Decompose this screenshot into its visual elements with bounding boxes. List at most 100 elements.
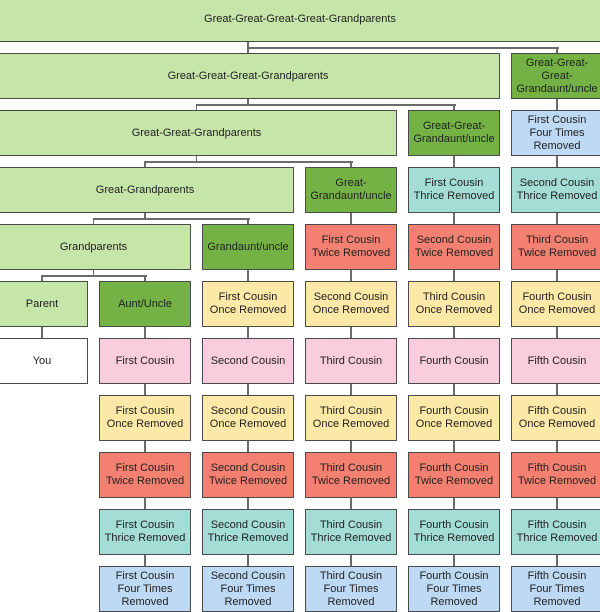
connector-line	[453, 555, 455, 566]
box-third-cousin-four-times-removed: Third Cousin Four Times Removed	[305, 566, 397, 612]
box-fifth-cousin: Fifth Cousin	[511, 338, 600, 384]
box-first-cousin-thrice-removed: First Cousin Thrice Removed	[408, 167, 500, 213]
connector-line	[41, 327, 43, 338]
box-great-grandparents: Great-Grandparents	[0, 167, 294, 213]
box-first-cousin-four-times-removed: First Cousin Four Times Removed	[99, 566, 191, 612]
box-third-cousin-thrice-removed: Third Cousin Thrice Removed	[305, 509, 397, 555]
connector-line	[453, 441, 455, 452]
connector-line	[247, 270, 249, 281]
connector-line	[453, 498, 455, 509]
connector-line	[556, 156, 558, 167]
connector-line	[247, 498, 249, 509]
box-grandparents: Grandparents	[0, 224, 191, 270]
connector-line	[144, 327, 146, 338]
connector-line	[350, 384, 352, 395]
box-third-cousin-once-removed: Third Cousin Once Removed	[408, 281, 500, 327]
box-fourth-cousin-once-removed: Fourth Cousin Once Removed	[511, 281, 600, 327]
connector-line	[144, 275, 146, 281]
connector-line	[453, 270, 455, 281]
connector-line	[145, 161, 353, 163]
connector-line	[92, 218, 95, 224]
connector-line	[144, 498, 146, 509]
box-second-cousin-thrice-removed: Second Cousin Thrice Removed	[511, 167, 600, 213]
box-aunt-uncle: Aunt/Uncle	[99, 281, 191, 327]
connector-line	[556, 441, 558, 452]
connector-line	[196, 104, 456, 106]
box-grandaunt-uncle: Grandaunt/uncle	[202, 224, 294, 270]
connector-line	[247, 218, 249, 224]
connector-line	[350, 327, 352, 338]
connector-line	[556, 555, 558, 566]
box-great-great-grandparents: Great-Great-Grandparents	[0, 110, 397, 156]
box-great-great-great-grandparents: Great-Great-Great-Grandparents	[0, 53, 500, 99]
connector-line	[556, 327, 558, 338]
box-parent: Parent	[0, 281, 88, 327]
connector-line	[144, 161, 146, 167]
box-fifth-cousin-once-removed: Fifth Cousin Once Removed	[511, 395, 600, 441]
connector-line	[42, 275, 147, 277]
connector-line	[247, 42, 249, 47]
box-third-cousin-twice-removed: Third Cousin Twice Removed	[511, 224, 600, 270]
connector-line	[556, 384, 558, 395]
connector-line	[247, 441, 249, 452]
connector-line	[350, 441, 352, 452]
connector-line	[556, 270, 558, 281]
connector-line	[350, 270, 352, 281]
box-fourth-cousin-thrice-removed: Fourth Cousin Thrice Removed	[408, 509, 500, 555]
connector-line	[556, 99, 558, 110]
box-second-cousin-twice-removed: Second Cousin Twice Removed	[408, 224, 500, 270]
connector-line	[144, 213, 146, 218]
box-fifth-cousin-four-times-removed: Fifth Cousin Four Times Removed	[511, 566, 600, 612]
connector-line	[247, 384, 249, 395]
connector-line	[195, 104, 198, 110]
box-second-cousin-four-times-removed: Second Cousin Four Times Removed	[202, 566, 294, 612]
connector-line	[144, 384, 146, 395]
connector-line	[93, 218, 250, 220]
box-fourth-cousin-once-removed: Fourth Cousin Once Removed	[408, 395, 500, 441]
connector-line	[350, 161, 352, 167]
box-first-cousin-once-removed: First Cousin Once Removed	[99, 395, 191, 441]
connector-line	[195, 156, 198, 161]
box-first-cousin-thrice-removed: First Cousin Thrice Removed	[99, 509, 191, 555]
box-fifth-cousin-thrice-removed: Fifth Cousin Thrice Removed	[511, 509, 600, 555]
connector-line	[247, 327, 249, 338]
connector-line	[350, 213, 352, 224]
box-great-great-great-grandaunt-uncle: Great-Great-Great-Grandaunt/uncle	[511, 53, 600, 99]
box-first-cousin-twice-removed: First Cousin Twice Removed	[305, 224, 397, 270]
connector-line	[350, 555, 352, 566]
box-fifth-cousin-twice-removed: Fifth Cousin Twice Removed	[511, 452, 600, 498]
connector-line	[248, 47, 559, 49]
box-third-cousin-twice-removed: Third Cousin Twice Removed	[305, 452, 397, 498]
connector-line	[556, 213, 558, 224]
connector-line	[453, 104, 455, 110]
connector-line	[350, 498, 352, 509]
connector-line	[144, 441, 146, 452]
connector-line	[247, 555, 249, 566]
connector-line	[556, 498, 558, 509]
box-second-cousin-once-removed: Second Cousin Once Removed	[305, 281, 397, 327]
connector-line	[453, 384, 455, 395]
box-first-cousin-four-times-removed: First Cousin Four Times Removed	[511, 110, 600, 156]
box-first-cousin-twice-removed: First Cousin Twice Removed	[99, 452, 191, 498]
box-first-cousin-once-removed: First Cousin Once Removed	[202, 281, 294, 327]
box-fourth-cousin: Fourth Cousin	[408, 338, 500, 384]
box-second-cousin-twice-removed: Second Cousin Twice Removed	[202, 452, 294, 498]
box-you: You	[0, 338, 88, 384]
connector-line	[556, 47, 558, 53]
box-third-cousin-once-removed: Third Cousin Once Removed	[305, 395, 397, 441]
box-great-grandaunt-uncle: Great-Grandaunt/uncle	[305, 167, 397, 213]
box-fourth-cousin-four-times-removed: Fourth Cousin Four Times Removed	[408, 566, 500, 612]
connector-line	[92, 270, 95, 275]
connector-line	[453, 213, 455, 224]
connector-line	[247, 47, 249, 53]
connector-line	[144, 555, 146, 566]
box-second-cousin-thrice-removed: Second Cousin Thrice Removed	[202, 509, 294, 555]
box-great-great-great-great-grandparents: Great-Great-Great-Great-Grandparents	[0, 0, 600, 42]
box-great-great-grandaunt-uncle: Great-Great-Grandaunt/uncle	[408, 110, 500, 156]
box-first-cousin: First Cousin	[99, 338, 191, 384]
connector-line	[247, 99, 249, 104]
connector-line	[453, 156, 455, 167]
connector-line	[453, 327, 455, 338]
box-fourth-cousin-twice-removed: Fourth Cousin Twice Removed	[408, 452, 500, 498]
box-second-cousin: Second Cousin	[202, 338, 294, 384]
